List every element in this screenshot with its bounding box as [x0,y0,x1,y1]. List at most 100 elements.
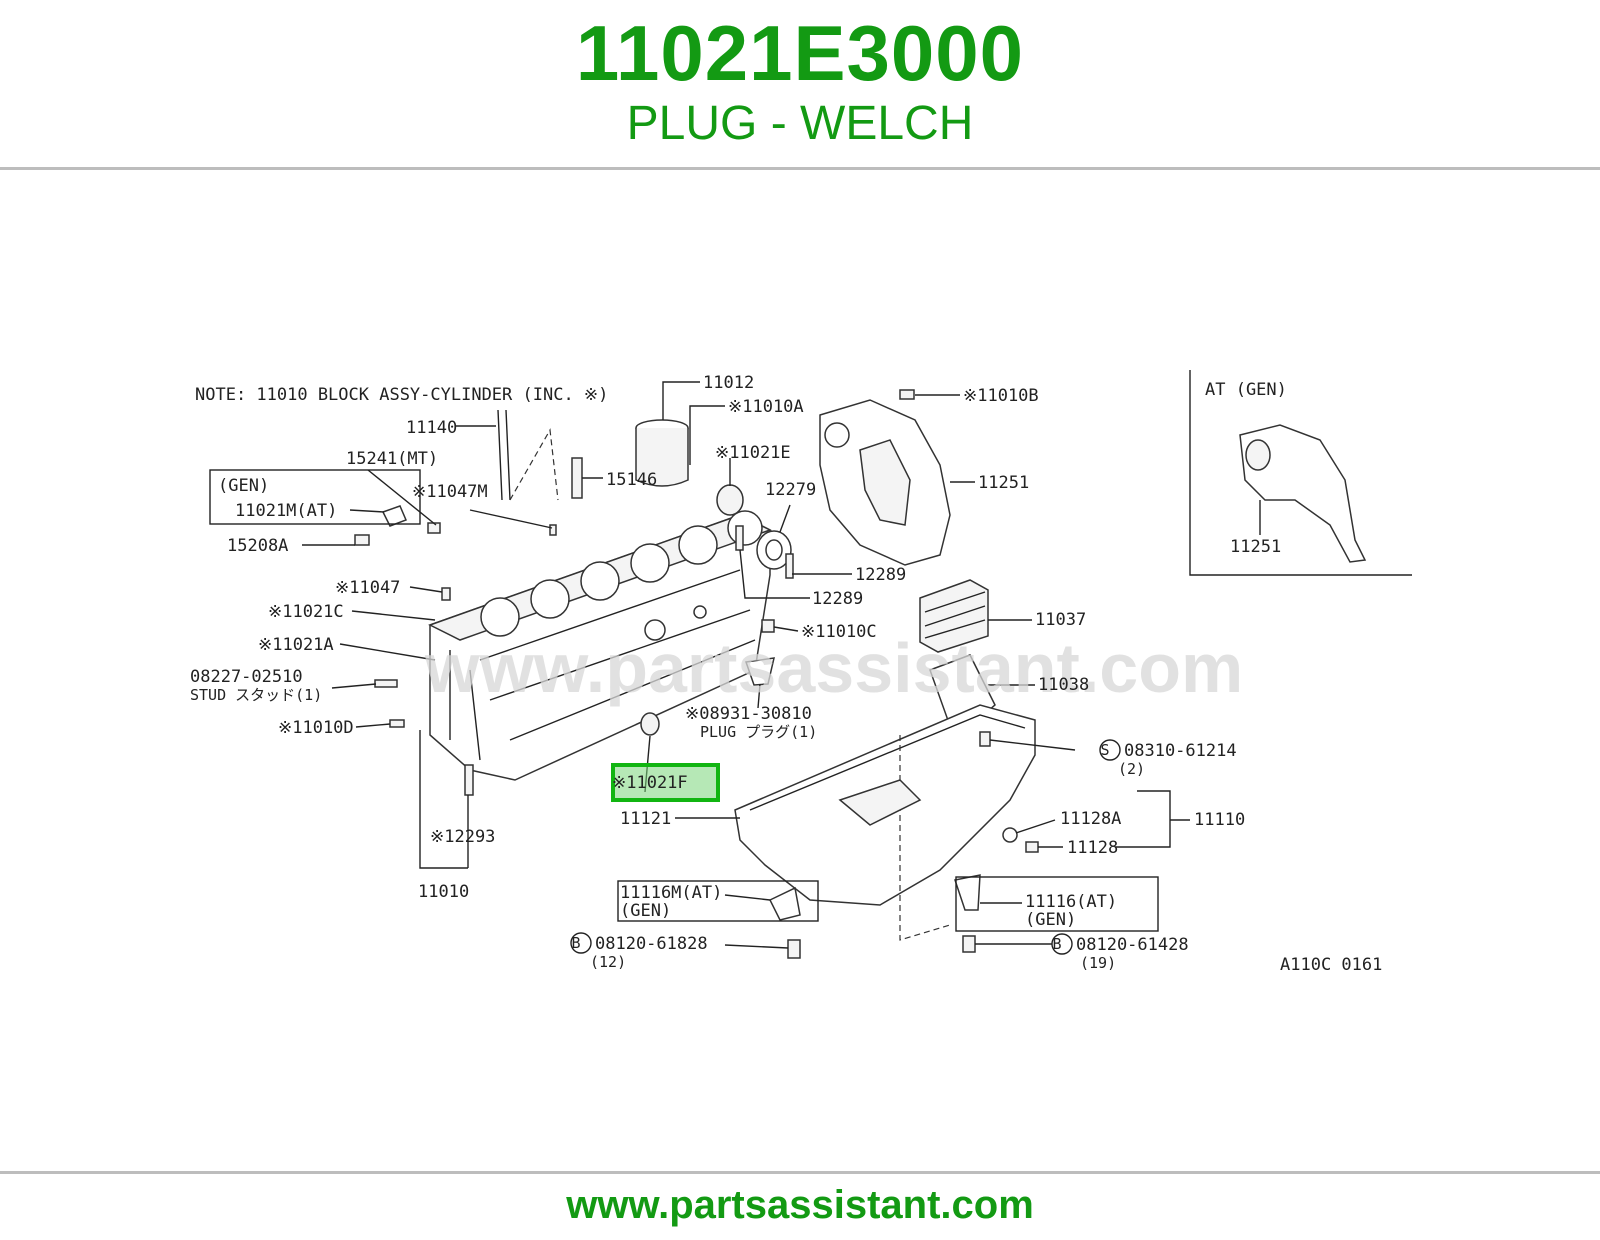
leader-08931 [757,683,761,709]
diagram-watermark: www.partsassistant.com [424,629,1243,707]
label-11047[interactable]: ※11047 [335,578,400,598]
bore-2-art [530,579,570,619]
label-11021c[interactable]: ※11021C [268,602,344,622]
bracket-11116-art [954,874,981,911]
label-gen-1: (GEN) [218,476,269,496]
highlight-box[interactable] [611,763,720,802]
bore-1-art [480,597,520,637]
leader-08310 [989,739,1076,751]
label-15146[interactable]: 15146 [606,470,657,490]
label-12289-a[interactable]: 12289 [855,565,906,585]
label-11012[interactable]: 11012 [703,373,754,393]
label-08931[interactable]: ※08931-30810 [685,704,812,724]
bolt-08120-a-art [787,939,801,959]
leader-11110 [1115,790,1190,848]
label-11121[interactable]: 11121 [620,809,671,829]
dipstick-tube-art [497,409,511,501]
leader-08120a [724,944,789,949]
label-12279[interactable]: 12279 [765,480,816,500]
plug-15208a-art [354,534,370,546]
label-11021f-highlighted[interactable]: ※11021F [612,773,688,793]
drain-plug-art [1025,841,1039,853]
inset-title: AT (GEN) [1205,380,1287,400]
label-11037[interactable]: 11037 [1035,610,1086,630]
label-11038[interactable]: 11038 [1038,675,1089,695]
dipstick-guide-art [509,428,559,501]
bore-4-art [630,543,670,583]
label-11047m[interactable]: ※11047M [412,482,488,502]
label-11116m[interactable]: 11116M(AT) [620,883,722,903]
gen-box-11116 [955,876,1159,932]
label-11021a[interactable]: ※11021A [258,635,334,655]
inset-rear-plate-art [1239,424,1367,563]
part-name-subtitle: PLUG - WELCH [626,97,974,150]
label-11010[interactable]: 11010 [418,882,469,902]
bore-6-art [727,510,763,546]
label-11021e[interactable]: ※11021E [715,443,791,463]
liner-art [635,428,689,487]
drain-washer-art [1002,827,1018,843]
leader-11021M [349,509,385,513]
leader-11010 [419,730,469,869]
b-marker-circle-2 [1051,933,1073,955]
retainer-pin-b-art [785,553,794,579]
leader-11116M [724,894,771,901]
leader-11012 [662,381,700,420]
label-11140[interactable]: 11140 [406,418,457,438]
label-11010c[interactable]: ※11010C [801,622,877,642]
label-11128[interactable]: 11128 [1067,838,1118,858]
leader-11047M [469,509,553,529]
label-08310-qty: (2) [1118,760,1145,778]
label-12293[interactable]: ※12293 [430,827,495,847]
inset-rear-plate-hole-art [1245,439,1271,471]
label-08227[interactable]: 08227-02510 [190,667,303,687]
label-08120-b-qty: (19) [1080,954,1116,972]
footer-website-link[interactable]: www.partsassistant.com [566,1183,1034,1227]
drain-cock-art [744,657,775,686]
label-11251[interactable]: 11251 [978,473,1029,493]
label-11116[interactable]: 11116(AT) [1025,892,1117,912]
label-11010d[interactable]: ※11010D [278,718,354,738]
label-08120-a-qty: (12) [590,953,626,971]
bracket-11116m-art [768,886,801,921]
label-08310[interactable]: 08310-61214 [1124,741,1237,761]
label-11021m[interactable]: 11021M(AT) [235,501,337,521]
label-11010b[interactable]: ※11010B [963,386,1039,406]
oil-jet-art [571,457,583,499]
leader-12279 [779,504,791,533]
rear-oil-seal-inner-art [765,539,783,561]
label-11110[interactable]: 11110 [1194,810,1245,830]
dowel-b-art [899,389,915,400]
label-gen-3: (GEN) [1025,910,1076,930]
header-divider [0,167,1600,170]
label-11128a[interactable]: 11128A [1060,809,1121,829]
label-gen-2: (GEN) [620,901,671,921]
rear-plate-window-art [859,439,911,526]
oil-baffle-fins-art [924,591,986,639]
bolt-08120-b-art [962,935,976,953]
label-08120-b[interactable]: 08120-61428 [1076,935,1189,955]
stud-art [374,679,398,688]
bolt-12293-art [464,764,474,796]
leader-11021C [351,610,436,621]
plug-11047-art [441,587,451,601]
figure-code: A110C 0161 [1280,955,1382,975]
s-marker-circle [1099,739,1121,761]
dowel-d-art [389,719,405,728]
b-marker-1: B [571,934,580,952]
part-number-title: 11021E3000 [575,9,1025,97]
label-08120-a[interactable]: 08120-61828 [595,934,708,954]
inset-label-11251[interactable]: 11251 [1230,537,1281,557]
retainer-pin-a-art [735,525,744,551]
bore-5-art [678,525,718,565]
page-header: 11021E3000 PLUG - WELCH [0,0,1600,170]
label-12289-b[interactable]: 12289 [812,589,863,609]
label-15208a[interactable]: 15208A [227,536,288,556]
rear-plate-hole-art [824,422,850,448]
label-15241[interactable]: 15241(MT) [346,449,438,469]
plug-11021m-art [381,505,407,527]
leader-11010D [355,723,391,728]
label-11010a[interactable]: ※11010A [728,397,804,417]
leader-11010A [689,405,725,465]
oil-pan-hidden-art [899,735,951,941]
